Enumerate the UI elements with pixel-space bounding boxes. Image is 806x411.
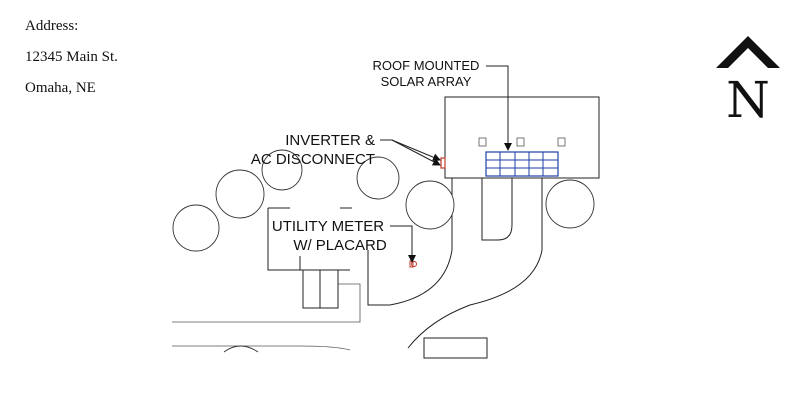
tree-cluster (172, 149, 595, 353)
utility-meter-icon (409, 260, 417, 268)
meter-label-line1: UTILITY METER (272, 218, 384, 235)
north-arrow-icon: N (716, 36, 780, 129)
roof-array-label-line2: SOLAR ARRAY (381, 74, 472, 89)
inverter-label-line2: AC DISCONNECT (251, 151, 375, 168)
roof-array-label-line1: ROOF MOUNTED (373, 58, 480, 73)
solar-array (485, 151, 559, 177)
address-city: Omaha, NE (25, 80, 96, 96)
address-street: 12345 Main St. (25, 49, 118, 65)
inverter-label-line1: INVERTER & (285, 132, 375, 149)
garage-building (267, 207, 352, 309)
leader-lines (380, 65, 512, 263)
address-label: Address: (25, 18, 79, 34)
meter-label-line2: W/ PLACARD (293, 237, 387, 254)
inverter-icon (440, 157, 446, 169)
north-arrow-letter: N (726, 71, 770, 129)
driveway (172, 178, 543, 351)
shed-building (423, 337, 488, 359)
solar-array-outline (485, 151, 559, 177)
